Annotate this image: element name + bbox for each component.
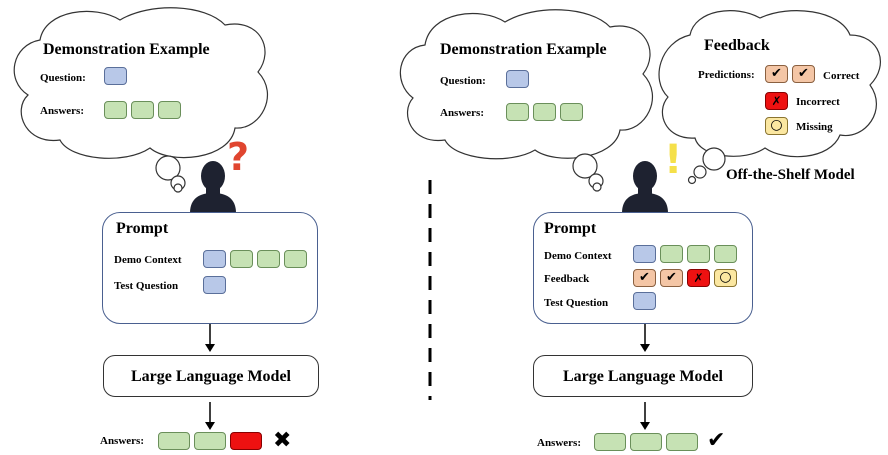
right-question-box bbox=[506, 70, 529, 88]
exclamation-mark-icon: ! bbox=[664, 137, 683, 183]
check-icon: ✔ bbox=[798, 66, 809, 81]
left-test-question-label: Test Question bbox=[114, 280, 179, 292]
right-question-label: Question: bbox=[440, 75, 486, 87]
right-thought-bubble-1 bbox=[572, 153, 598, 179]
feedback-correct-box-2: ✔ bbox=[660, 269, 683, 287]
right-context-answer-box-3 bbox=[714, 245, 737, 263]
left-arrow-prompt-to-llm bbox=[205, 324, 215, 352]
right-feedback-label: Feedback bbox=[544, 273, 590, 285]
left-output-answers-label: Answers: bbox=[100, 435, 144, 447]
left-thought-cloud bbox=[13, 7, 269, 159]
right-arrow-prompt-to-llm bbox=[640, 324, 650, 352]
correct-legend-label: Correct bbox=[823, 70, 860, 82]
left-question-label: Question: bbox=[40, 72, 86, 84]
right-context-question-box bbox=[633, 245, 656, 263]
right-person-icon bbox=[622, 161, 668, 213]
check-icon: ✔ bbox=[639, 270, 650, 285]
left-context-question-box bbox=[203, 250, 226, 268]
right-answer-box-2 bbox=[533, 103, 556, 121]
right-output-answer-box-3 bbox=[666, 433, 698, 451]
right-arrow-llm-to-answers bbox=[640, 402, 650, 430]
left-test-question-box bbox=[203, 276, 226, 294]
left-llm-label: Large Language Model bbox=[131, 368, 291, 385]
left-person-icon bbox=[190, 161, 236, 213]
left-thought-bubble-3 bbox=[173, 183, 183, 193]
left-bubble-title: Demonstration Example bbox=[43, 41, 210, 58]
feedback-title: Feedback bbox=[704, 37, 770, 54]
left-output-answer-box-1 bbox=[158, 432, 190, 450]
left-question-box bbox=[104, 67, 127, 85]
cross-icon: ✗ bbox=[693, 271, 704, 285]
right-context-answer-box-1 bbox=[660, 245, 683, 263]
missing-legend-label: Missing bbox=[796, 121, 833, 133]
question-mark-icon: ? bbox=[227, 135, 250, 179]
right-answers-label: Answers: bbox=[440, 107, 484, 119]
cross-icon: ✗ bbox=[771, 94, 782, 108]
correct-prediction-box-1: ✔ bbox=[765, 65, 788, 83]
right-output-answer-box-1 bbox=[594, 433, 626, 451]
left-output-answer-box-wrong bbox=[230, 432, 262, 450]
wrong-result-icon: ✖ bbox=[273, 428, 292, 453]
left-demo-context-label: Demo Context bbox=[114, 254, 182, 266]
left-output-answer-box-2 bbox=[194, 432, 226, 450]
correct-result-icon: ✔ bbox=[707, 428, 726, 453]
check-icon: ✔ bbox=[771, 66, 782, 81]
feedback-missing-box: ○ bbox=[714, 269, 737, 287]
left-answer-box-1 bbox=[104, 101, 127, 119]
left-arrow-llm-to-answers bbox=[205, 402, 215, 430]
feedback-bubble-1 bbox=[702, 147, 726, 171]
right-context-answer-box-2 bbox=[687, 245, 710, 263]
left-answer-box-2 bbox=[131, 101, 154, 119]
right-test-question-label: Test Question bbox=[544, 297, 609, 309]
left-answers-label: Answers: bbox=[40, 105, 84, 117]
right-answer-box-3 bbox=[560, 103, 583, 121]
check-icon: ✔ bbox=[666, 270, 677, 285]
right-demo-context-label: Demo Context bbox=[544, 250, 612, 262]
feedback-correct-box-1: ✔ bbox=[633, 269, 656, 287]
feedback-bubble-3 bbox=[687, 175, 697, 185]
feedback-bubble-2 bbox=[693, 165, 707, 179]
circle-icon: ○ bbox=[719, 269, 732, 285]
right-test-question-box bbox=[633, 292, 656, 310]
feedback-incorrect-box: ✗ bbox=[687, 269, 710, 287]
left-answer-box-3 bbox=[158, 101, 181, 119]
right-bubble-title: Demonstration Example bbox=[440, 41, 607, 58]
right-output-answers-label: Answers: bbox=[537, 437, 581, 449]
right-thought-bubble-3 bbox=[592, 182, 602, 192]
left-thought-bubble-1 bbox=[155, 155, 181, 181]
left-llm-box bbox=[103, 355, 319, 397]
circle-icon: ○ bbox=[770, 117, 783, 133]
left-prompt-title: Prompt bbox=[116, 220, 169, 237]
predictions-label: Predictions: bbox=[698, 69, 755, 81]
right-answer-box-1 bbox=[506, 103, 529, 121]
left-prompt-panel bbox=[102, 212, 318, 324]
right-llm-label: Large Language Model bbox=[563, 368, 723, 385]
off-the-shelf-model-label: Off-the-Shelf Model bbox=[726, 167, 855, 183]
correct-prediction-box-2: ✔ bbox=[792, 65, 815, 83]
incorrect-legend-label: Incorrect bbox=[796, 96, 840, 108]
right-output-answer-box-2 bbox=[630, 433, 662, 451]
right-prompt-title: Prompt bbox=[544, 220, 597, 237]
right-llm-box bbox=[533, 355, 753, 397]
incorrect-prediction-box: ✗ bbox=[765, 92, 788, 110]
left-context-answer-box-2 bbox=[257, 250, 280, 268]
feedback-cloud bbox=[658, 10, 881, 158]
left-context-answer-box-3 bbox=[284, 250, 307, 268]
missing-prediction-box: ○ bbox=[765, 117, 788, 135]
left-context-answer-box-1 bbox=[230, 250, 253, 268]
